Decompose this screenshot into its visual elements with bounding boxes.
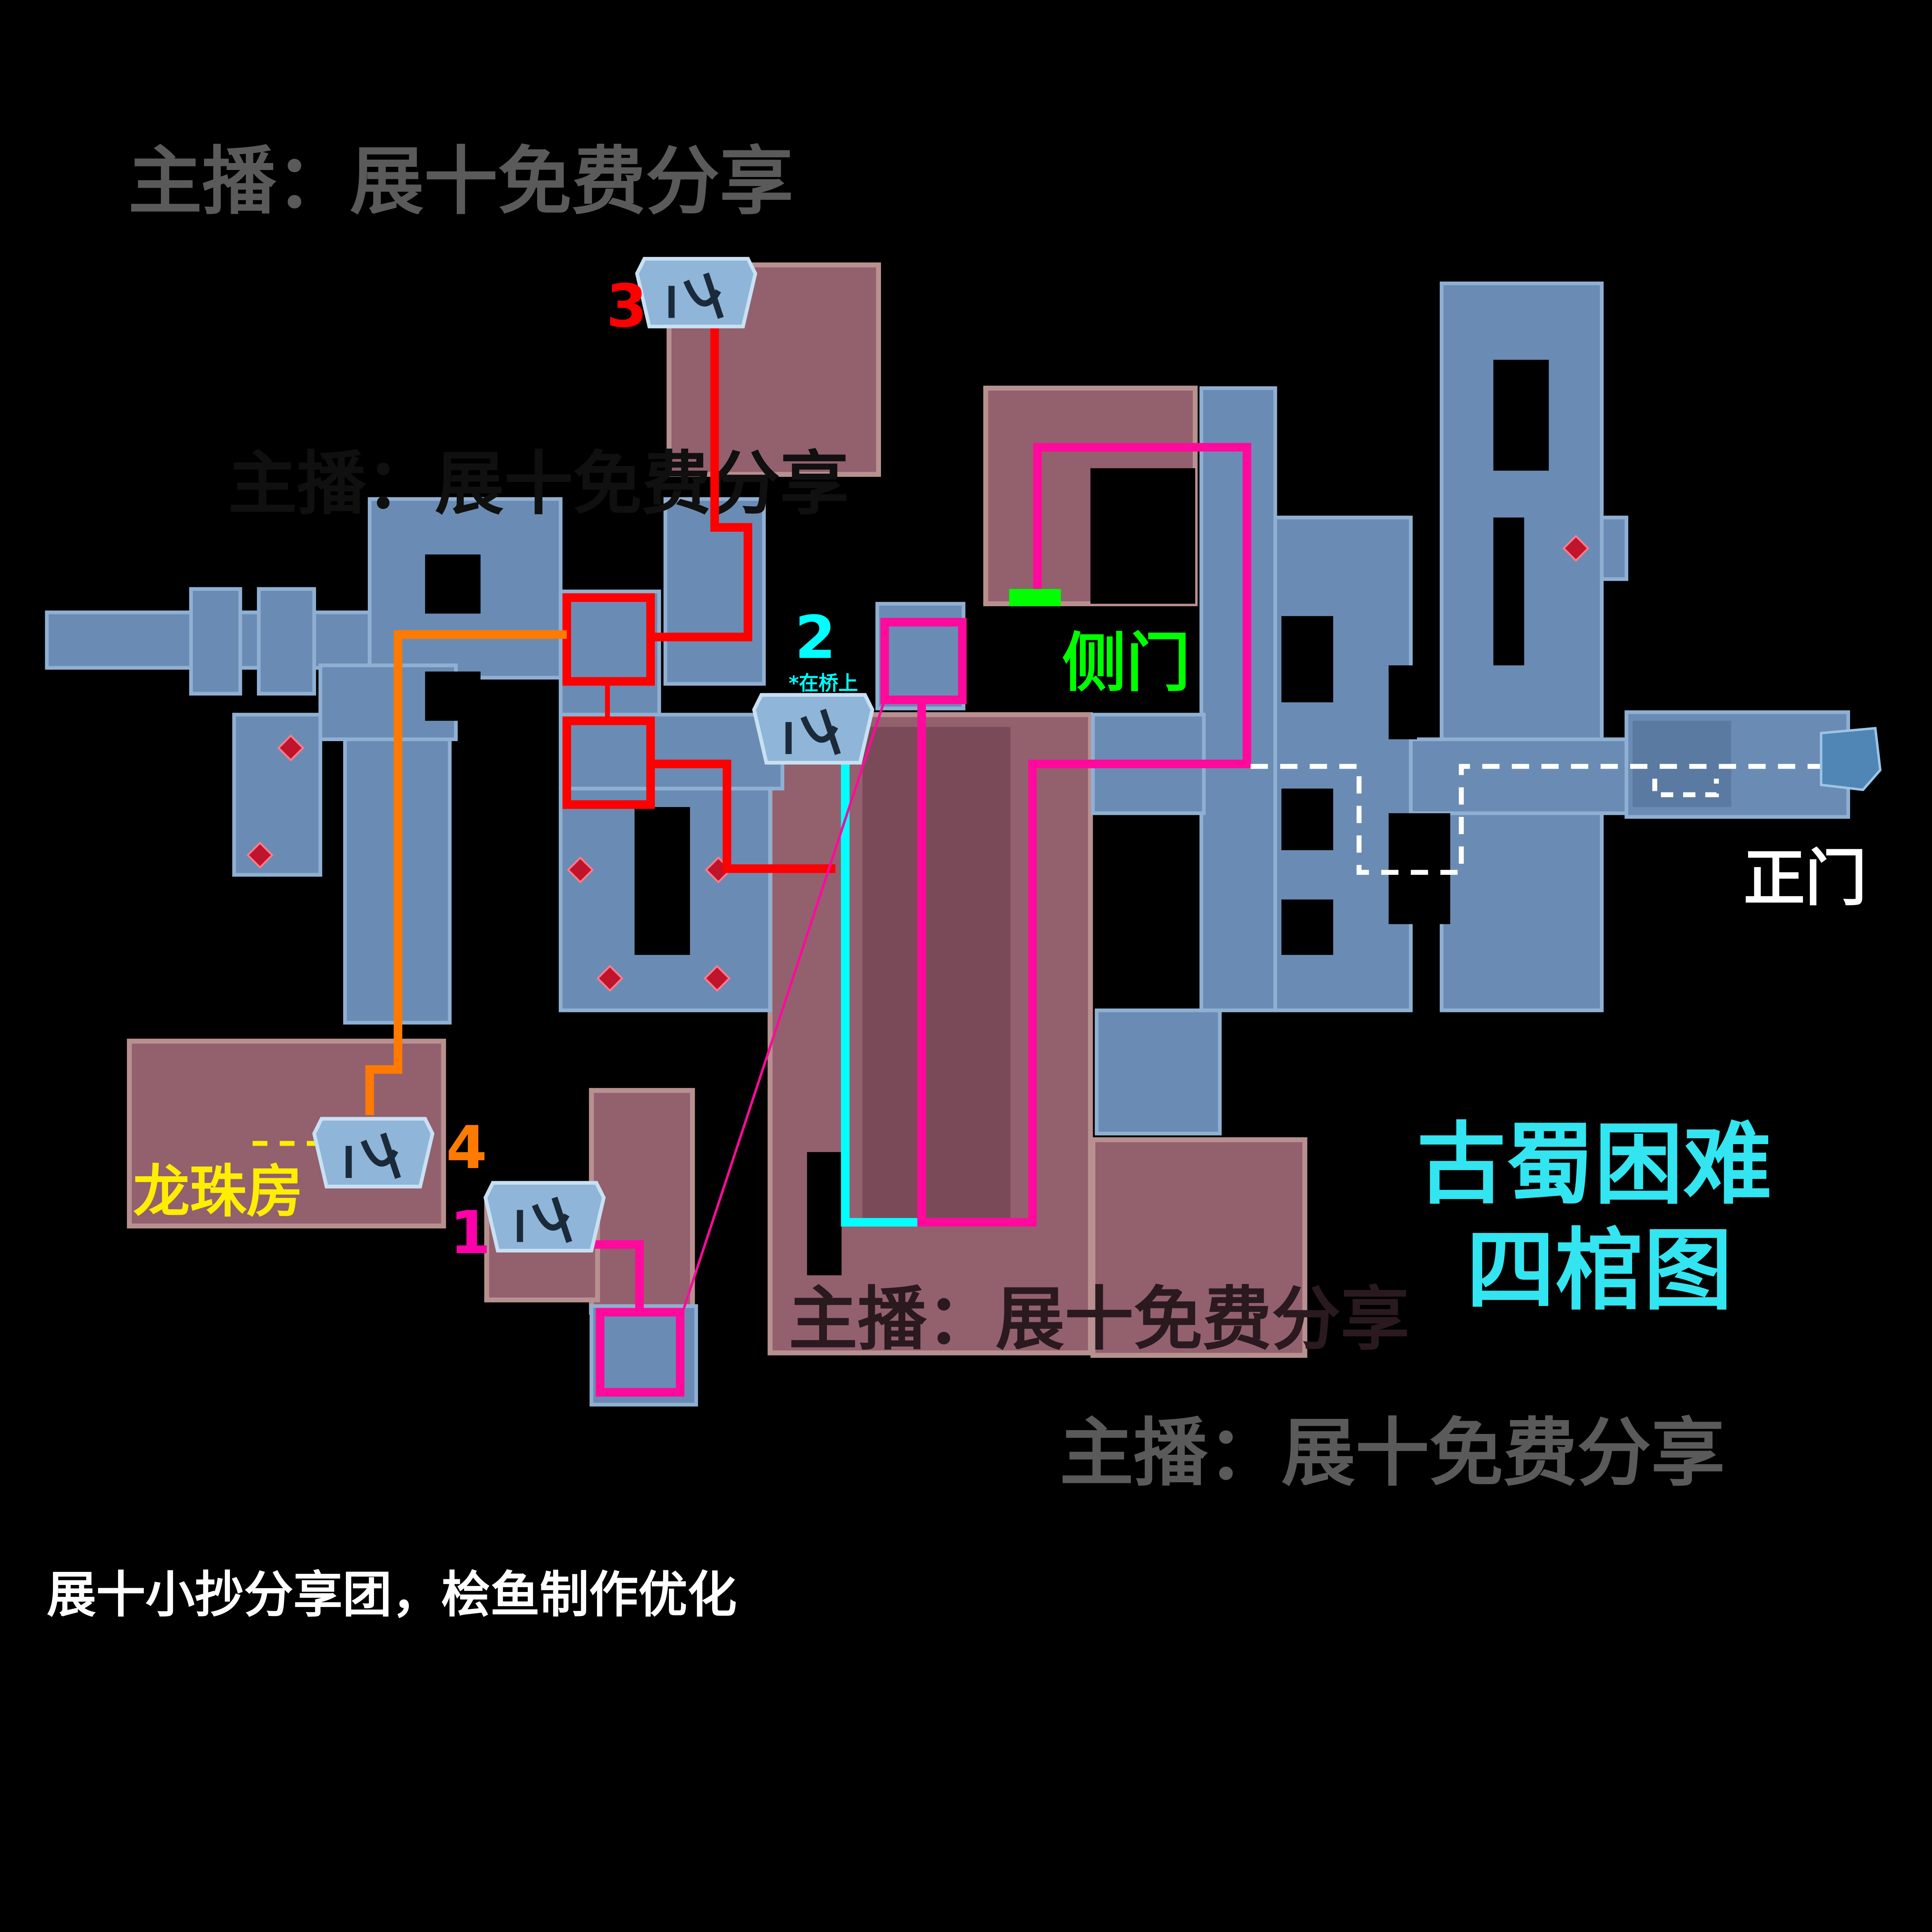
main-gate-path bbox=[1250, 764, 1842, 875]
main-gate-label: 正门 bbox=[1743, 842, 1867, 914]
map-title-line2: 四棺图 bbox=[1466, 1219, 1733, 1322]
coffin-icon-3 bbox=[635, 257, 757, 328]
on-bridge-note: *在桥上 bbox=[789, 672, 858, 695]
coffin-number-3: 3 bbox=[606, 272, 648, 341]
marker-icon bbox=[246, 842, 274, 869]
map-title-line1: 古蜀困难 bbox=[1417, 1113, 1772, 1216]
footer-credit: 展十小抄分享团，桧鱼制作优化 bbox=[47, 1566, 737, 1624]
marker-icon bbox=[703, 964, 731, 992]
route-1 bbox=[589, 443, 1252, 1397]
coffin-icon-1 bbox=[483, 1181, 606, 1253]
faint-watermark: 主播：展十免费分享 bbox=[789, 1279, 1410, 1360]
coffin-number-2: 2 bbox=[795, 604, 836, 672]
side-door-label: 侧门 bbox=[1062, 626, 1190, 701]
marker-icon bbox=[596, 964, 624, 992]
marker-icon bbox=[566, 856, 594, 884]
coffin-number-1: 1 bbox=[450, 1199, 491, 1267]
route-2 bbox=[841, 764, 918, 1227]
watermark-top: 主播：展十免费分享 bbox=[128, 139, 794, 225]
gate-icon bbox=[1820, 727, 1882, 791]
watermark-bottom: 主播：展十免费分享 bbox=[1060, 1410, 1725, 1497]
route-3 bbox=[562, 327, 835, 873]
faint-watermark: 主播：展十免费分享 bbox=[228, 444, 849, 524]
faint-watermarks: 主播：展十免费分享 主播：展十免费分享 bbox=[228, 444, 1410, 1360]
marker-icon bbox=[277, 734, 304, 762]
coffin-icon-2 bbox=[752, 693, 874, 765]
coffin-number-4: 4 bbox=[446, 1114, 487, 1182]
dragon-pearl-room-label: 龙珠房 bbox=[133, 1159, 303, 1225]
side-door-marker bbox=[1009, 589, 1061, 606]
marker-icon bbox=[1562, 535, 1590, 562]
route-4 bbox=[252, 630, 567, 1146]
coffin-icon-4 bbox=[312, 1117, 435, 1189]
dungeon-map: 主播：展十免费分享 主播：展十免费分享 bbox=[45, 138, 1882, 1624]
